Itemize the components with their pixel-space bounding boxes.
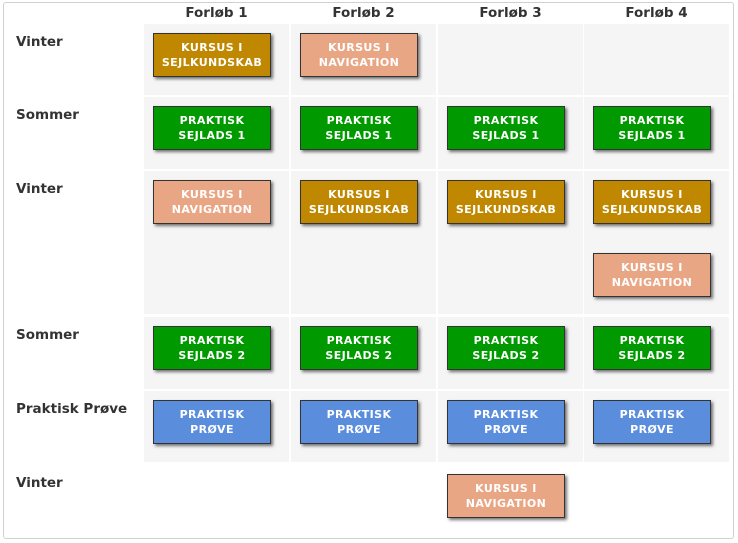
row-label: Sommer: [16, 107, 79, 123]
course-box: KURSUS I SEJLKUNDSKAB: [447, 180, 565, 224]
course-box: PRAKTISK PRØVE: [153, 400, 271, 444]
course-box: PRAKTISK SEJLADS 2: [153, 326, 271, 370]
schedule-cell: [438, 24, 583, 95]
row-label: Vinter: [16, 181, 63, 197]
column-header-3: Forløb 3: [479, 5, 542, 21]
row-label: Vinter: [16, 34, 63, 50]
course-box: PRAKTISK SEJLADS 1: [447, 106, 565, 150]
course-box: PRAKTISK PRØVE: [447, 400, 565, 444]
course-box: KURSUS I SEJLKUNDSKAB: [153, 33, 271, 77]
course-box: KURSUS I SEJLKUNDSKAB: [593, 180, 711, 224]
course-box: KURSUS I NAVIGATION: [447, 474, 565, 518]
course-box: KURSUS I SEJLKUNDSKAB: [300, 180, 418, 224]
course-box: PRAKTISK SEJLADS 1: [153, 106, 271, 150]
row-label: Praktisk Prøve: [16, 401, 128, 417]
column-header-4: Forløb 4: [625, 5, 688, 21]
course-box: PRAKTISK PRØVE: [300, 400, 418, 444]
row-label: Vinter: [16, 475, 63, 491]
column-header-1: Forløb 1: [185, 5, 248, 21]
course-box: KURSUS I NAVIGATION: [593, 253, 711, 297]
course-box: PRAKTISK PRØVE: [593, 400, 711, 444]
course-box: PRAKTISK SEJLADS 2: [447, 326, 565, 370]
course-box: KURSUS I NAVIGATION: [153, 180, 271, 224]
course-box: PRAKTISK SEJLADS 1: [300, 106, 418, 150]
course-box: KURSUS I NAVIGATION: [300, 33, 418, 77]
course-box: PRAKTISK SEJLADS 2: [300, 326, 418, 370]
course-box: PRAKTISK SEJLADS 1: [593, 106, 711, 150]
course-box: PRAKTISK SEJLADS 2: [593, 326, 711, 370]
schedule-cell: [584, 24, 729, 95]
row-label: Sommer: [16, 327, 79, 343]
column-header-2: Forløb 2: [332, 5, 395, 21]
